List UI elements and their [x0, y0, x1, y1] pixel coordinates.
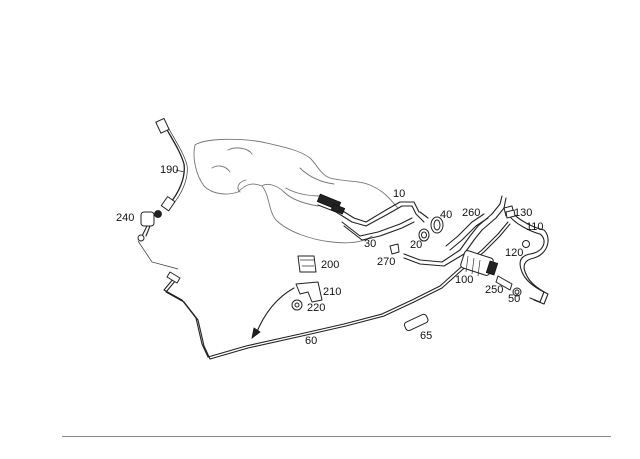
part-240-valve — [137, 210, 162, 242]
callout-240: 240 — [116, 212, 134, 224]
callout-130: 130 — [514, 207, 532, 219]
footer-rule — [62, 436, 611, 437]
callout-250: 250 — [485, 284, 503, 296]
part-120-fitting — [522, 240, 530, 248]
part-20-clamp — [418, 228, 430, 242]
callout-20: 20 — [410, 239, 422, 251]
part-50-clamp — [512, 287, 522, 297]
leader-lines — [137, 169, 185, 270]
callout-10: 10 — [393, 188, 405, 200]
callout-40: 40 — [440, 209, 452, 221]
callout-50: 50 — [508, 293, 520, 305]
callout-190: 190 — [160, 164, 178, 176]
part-260-pipes — [445, 213, 489, 251]
callout-65: 65 — [420, 330, 432, 342]
part-10-30-lines — [316, 193, 429, 241]
part-270-fitting — [389, 195, 507, 267]
callout-260: 260 — [462, 207, 480, 219]
part-220-nut — [291, 299, 303, 311]
callout-labels: 190 240 10 30 40 20 270 260 130 110 120 … — [116, 164, 544, 347]
fuel-tank-outline — [193, 138, 399, 244]
part-190-hose — [155, 117, 188, 212]
callout-30: 30 — [364, 238, 376, 250]
part-250-seal — [495, 275, 513, 291]
part-100-filter — [460, 250, 499, 277]
callout-100: 100 — [455, 274, 473, 286]
callout-220: 220 — [307, 302, 325, 314]
part-210-bracket — [295, 281, 323, 303]
part-200-block — [297, 255, 317, 273]
part-65-sleeve — [403, 313, 429, 332]
callout-60: 60 — [305, 335, 317, 347]
callout-210: 210 — [323, 286, 341, 298]
callout-110: 110 — [526, 221, 544, 233]
part-40-clamp — [430, 216, 444, 234]
callout-200: 200 — [321, 259, 339, 271]
callout-120: 120 — [505, 247, 523, 259]
direction-arrow — [251, 287, 295, 339]
callout-270: 270 — [377, 256, 395, 268]
part-130-fitting — [505, 209, 516, 219]
